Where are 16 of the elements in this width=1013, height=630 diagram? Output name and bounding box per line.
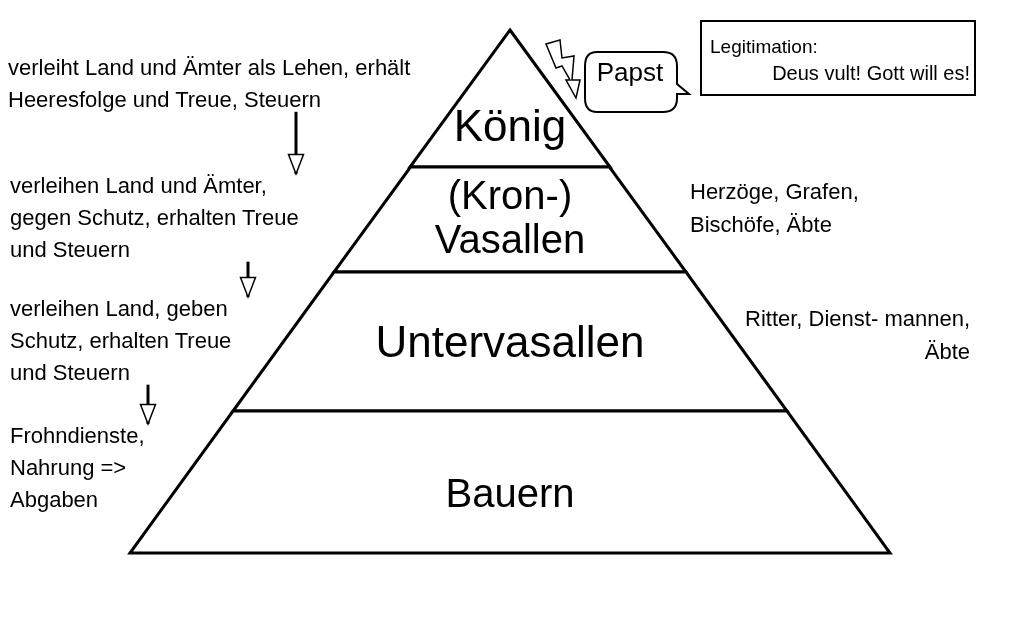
tier-label: (Kron-) Vasallen — [433, 173, 587, 261]
tier-label: König — [452, 102, 568, 151]
note-heading: Legitimation: — [710, 36, 818, 58]
side-note: Ritter, Dienst- mannen, Äbte — [745, 305, 970, 366]
note-text: Deus vult! Gott will es! — [772, 62, 970, 85]
note-text: verleiht Land und Ämter als Lehen, erhält Heeresfolge und Treue, Steuern — [8, 52, 448, 116]
bubble-text: Papst — [595, 58, 665, 87]
side-note: Herzöge, Grafen, Bischöfe, Äbte — [690, 178, 860, 239]
tier-label: Bauern — [444, 471, 576, 515]
note-text: verleihen Land, geben Schutz, erhalten Treue und Steuern — [10, 293, 260, 389]
arrow — [287, 111, 305, 175]
note-box — [700, 20, 976, 96]
note-text: Frohndienste, Nahrung => Abgaben — [10, 420, 160, 516]
arrow — [239, 261, 257, 298]
arrow — [139, 384, 157, 425]
note-text: verleihen Land und Ämter, gegen Schutz, erhalten Treue und Steuern — [10, 170, 308, 266]
